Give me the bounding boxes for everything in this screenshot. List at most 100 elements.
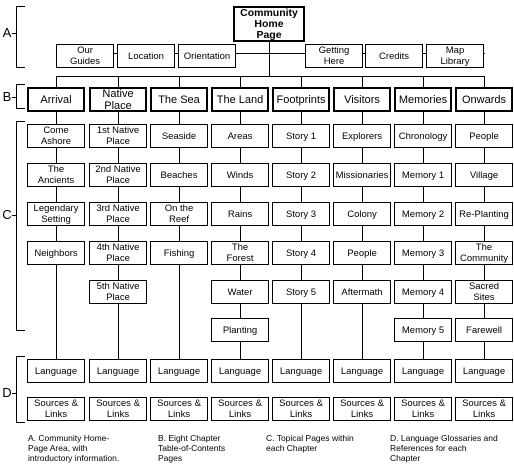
section-c-bracket — [16, 121, 17, 331]
language-box: Language — [150, 359, 208, 383]
topic-box: Story 5 — [272, 280, 330, 304]
home-spine-line — [269, 40, 270, 77]
guide-link-box: Our Guides — [56, 44, 114, 68]
chapter-8-box: Onwards — [455, 87, 513, 112]
topic-box: Sacred Sites — [455, 280, 513, 304]
topic-box: Story 4 — [272, 241, 330, 265]
topic-box: Memory 4 — [394, 280, 452, 304]
chapter-drop-line — [484, 76, 485, 88]
section-d-bracket — [16, 356, 25, 357]
caption-d: D. Language Glossaries and References fo… — [390, 433, 498, 463]
topic-box: Chronology — [394, 124, 452, 148]
topic-box: 4th Native Place — [89, 241, 147, 265]
topic-box: Water — [211, 280, 269, 304]
chapter-1-box: Arrival — [27, 87, 85, 112]
sources-links-box: Sources & Links — [27, 397, 85, 421]
topic-box: Story 3 — [272, 202, 330, 226]
topic-box: Neighbors — [27, 241, 85, 265]
topic-box: Memory 1 — [394, 163, 452, 187]
topic-box: Aftermath — [333, 280, 391, 304]
section-a-tick — [12, 33, 17, 34]
chapter-4-box: The Land — [211, 87, 269, 112]
topic-box: The Forest — [211, 241, 269, 265]
section-c-tick — [12, 215, 17, 216]
topic-box: Story 1 — [272, 124, 330, 148]
caption-a: A. Community Home- Page Area, with intro… — [28, 433, 120, 463]
sources-links-box: Sources & Links — [211, 397, 269, 421]
topic-box: People — [455, 124, 513, 148]
section-b-bracket — [16, 84, 17, 109]
section-b-tick — [12, 97, 17, 98]
topic-box: Fishing — [150, 241, 208, 265]
sources-links-box: Sources & Links — [455, 397, 513, 421]
chapter-3-box: The Sea — [150, 87, 208, 112]
chapter-branch-line — [56, 76, 485, 77]
topic-box: Farewell — [455, 318, 513, 342]
topic-box: People — [333, 241, 391, 265]
section-c-bracket — [16, 330, 25, 331]
sources-links-box: Sources & Links — [89, 397, 147, 421]
section-label-a: A — [2, 25, 12, 40]
guide-link-box: Credits — [365, 44, 423, 68]
topic-box: 1st Native Place — [89, 124, 147, 148]
chapter-6-box: Visitors — [333, 87, 391, 112]
chapter-drop-line — [362, 76, 363, 88]
chapter-2-box: Native Place — [89, 87, 147, 112]
topic-box: The Community — [455, 241, 513, 265]
sources-links-box: Sources & Links — [150, 397, 208, 421]
section-b-bracket — [16, 108, 25, 109]
section-a-bracket — [16, 6, 25, 7]
topic-box: Memory 3 — [394, 241, 452, 265]
language-box: Language — [333, 359, 391, 383]
section-label-b: B — [2, 89, 12, 104]
chapter-drop-line — [56, 76, 57, 88]
topic-box: Missionaries — [333, 163, 391, 187]
topic-box: Planting — [211, 318, 269, 342]
section-d-tick — [12, 393, 17, 394]
chapter-drop-line — [301, 76, 302, 88]
topic-box: Areas — [211, 124, 269, 148]
section-a-bracket — [16, 67, 25, 68]
chapter-5-box: Footprints — [272, 87, 330, 112]
section-a-bracket — [16, 6, 17, 68]
section-c-bracket — [16, 121, 25, 122]
topic-box: Seaside — [150, 124, 208, 148]
home-page-box: Community Home Page — [233, 6, 305, 42]
chapter-drop-line — [240, 76, 241, 88]
sources-links-box: Sources & Links — [394, 397, 452, 421]
topic-box: Legendary Setting — [27, 202, 85, 226]
topic-box: Village — [455, 163, 513, 187]
language-box: Language — [455, 359, 513, 383]
sources-links-box: Sources & Links — [333, 397, 391, 421]
topic-box: 5th Native Place — [89, 280, 147, 304]
chapter-drop-line — [423, 76, 424, 88]
guide-link-box: Map Library — [426, 44, 484, 68]
topic-box: The Ancients — [27, 163, 85, 187]
guide-link-box: Getting Here — [305, 44, 363, 68]
section-d-bracket — [16, 356, 17, 423]
sources-links-box: Sources & Links — [272, 397, 330, 421]
guide-link-box: Orientation — [178, 44, 236, 68]
guide-link-box: Location — [117, 44, 175, 68]
language-box: Language — [394, 359, 452, 383]
section-label-d: D — [2, 385, 12, 400]
topic-box: On the Reef — [150, 202, 208, 226]
language-box: Language — [272, 359, 330, 383]
topic-box: Memory 2 — [394, 202, 452, 226]
topic-box: Re-Planting — [455, 202, 513, 226]
caption-b: B. Eight Chapter Table-of-Contents Pages — [158, 433, 226, 463]
section-d-bracket — [16, 422, 25, 423]
topic-box: 2nd Native Place — [89, 163, 147, 187]
chapter-7-box: Memories — [394, 87, 452, 112]
language-box: Language — [27, 359, 85, 383]
topic-box: Rains — [211, 202, 269, 226]
topic-box: Explorers — [333, 124, 391, 148]
topic-box: Winds — [211, 163, 269, 187]
caption-c: C. Topical Pages within each Chapter — [266, 433, 354, 453]
section-label-c: C — [2, 207, 12, 222]
topic-box: Memory 5 — [394, 318, 452, 342]
section-b-bracket — [16, 84, 25, 85]
topic-box: Colony — [333, 202, 391, 226]
topic-box: 3rd Native Place — [89, 202, 147, 226]
